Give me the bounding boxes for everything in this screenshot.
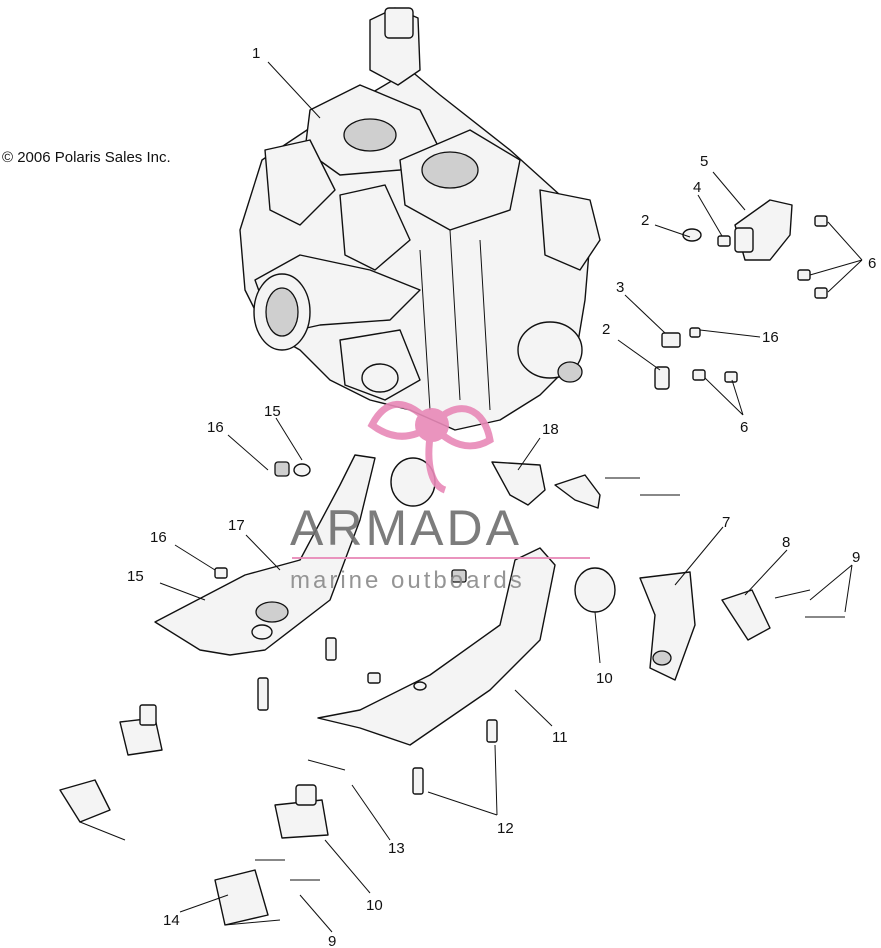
damper-and-arms bbox=[574, 567, 845, 681]
engine-assembly bbox=[239, 7, 601, 431]
callout-leaders bbox=[159, 61, 863, 933]
watermark: ARMADA marine outboards bbox=[290, 400, 590, 594]
callout-2-lower: 2 bbox=[602, 321, 610, 338]
callout-13: 13 bbox=[388, 840, 405, 857]
watermark-brand: ARMADA bbox=[290, 500, 522, 556]
callout-4: 4 bbox=[693, 179, 701, 196]
copyright-text: © 2006 Polaris Sales Inc. bbox=[2, 149, 171, 166]
callout-12: 12 bbox=[497, 820, 514, 837]
left-mount-plate bbox=[59, 454, 436, 841]
callout-6-lower: 6 bbox=[740, 419, 748, 436]
callout-11: 11 bbox=[552, 729, 568, 746]
callout-labels: 1 2 2 3 4 5 6 6 7 8 9 9 10 10 11 12 13 1… bbox=[127, 45, 876, 948]
callout-16-upper: 16 bbox=[207, 419, 224, 436]
callout-9-bottom: 9 bbox=[328, 933, 336, 948]
callout-10-bottom: 10 bbox=[366, 897, 383, 914]
callout-7: 7 bbox=[722, 514, 730, 531]
callout-15-lower: 15 bbox=[127, 568, 144, 585]
mount-bar-11 bbox=[317, 547, 556, 795]
watermark-tagline: marine outboards bbox=[290, 567, 525, 594]
callout-9-right: 9 bbox=[852, 549, 860, 566]
bracket-18 bbox=[491, 461, 680, 509]
callout-16-left: 16 bbox=[150, 529, 167, 546]
callout-18: 18 bbox=[542, 421, 559, 438]
callout-15-upper: 15 bbox=[264, 403, 281, 420]
callout-8: 8 bbox=[782, 534, 790, 551]
callout-2-upper: 2 bbox=[641, 212, 649, 229]
mount-bracket-upper bbox=[654, 199, 828, 390]
callout-1: 1 bbox=[252, 45, 260, 62]
callout-3: 3 bbox=[616, 279, 624, 296]
callout-16-right: 16 bbox=[762, 329, 779, 346]
lower-dampers bbox=[214, 759, 346, 926]
callout-6-upper: 6 bbox=[868, 255, 876, 272]
callout-14: 14 bbox=[163, 912, 180, 929]
callout-17: 17 bbox=[228, 517, 245, 534]
callout-5: 5 bbox=[700, 153, 708, 170]
propeller-logo-icon bbox=[367, 400, 494, 494]
callout-10-right: 10 bbox=[596, 670, 613, 687]
